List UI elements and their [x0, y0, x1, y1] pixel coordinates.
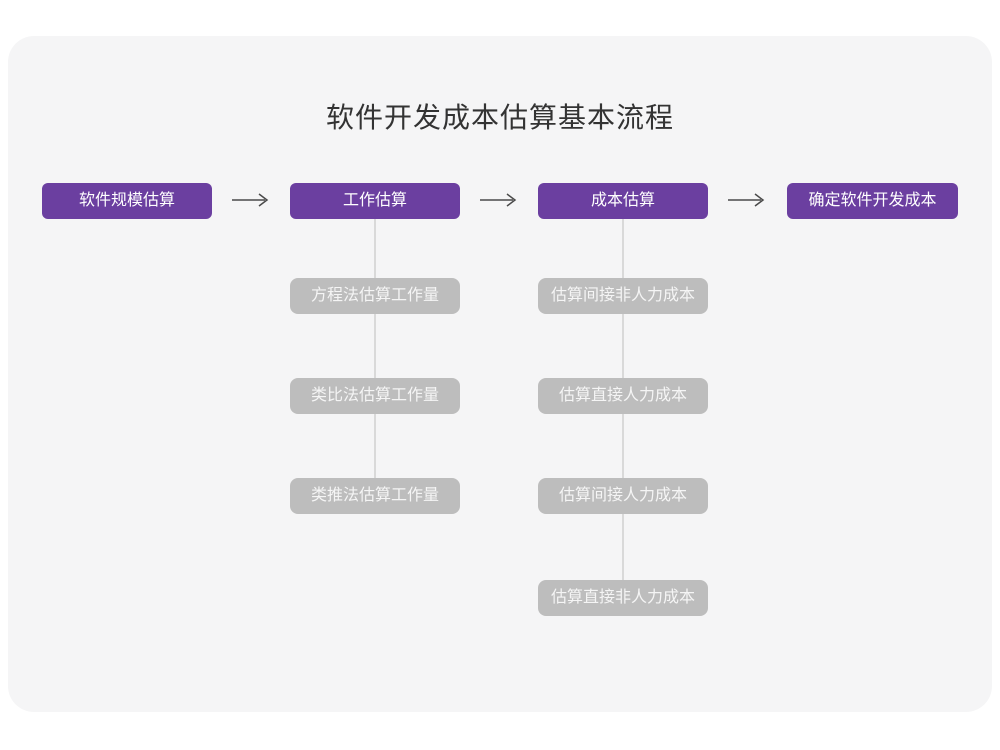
sub-step-indirect-nonlabor-cost: 估算间接非人力成本: [538, 278, 708, 314]
arrow-right-icon: [232, 193, 269, 207]
flow-step-software-size-estimation: 软件规模估算: [42, 183, 212, 219]
flow-step-cost-estimation: 成本估算: [538, 183, 708, 219]
flow-step-determine-development-cost: 确定软件开发成本: [787, 183, 958, 219]
connector-line-work-branch: [374, 218, 376, 496]
diagram-title: 软件开发成本估算基本流程: [325, 102, 674, 133]
sub-step-analogy-method: 类比法估算工作量: [290, 378, 460, 414]
arrow-right-icon: [480, 193, 517, 207]
flow-step-work-estimation: 工作估算: [290, 183, 460, 219]
sub-step-extrapolation-method: 类推法估算工作量: [290, 478, 460, 514]
arrow-right-icon: [728, 193, 765, 207]
diagram-card: [8, 36, 992, 712]
sub-step-indirect-labor-cost: 估算间接人力成本: [538, 478, 708, 514]
sub-step-direct-nonlabor-cost: 估算直接非人力成本: [538, 580, 708, 616]
sub-step-direct-labor-cost: 估算直接人力成本: [538, 378, 708, 414]
sub-step-equation-method: 方程法估算工作量: [290, 278, 460, 314]
